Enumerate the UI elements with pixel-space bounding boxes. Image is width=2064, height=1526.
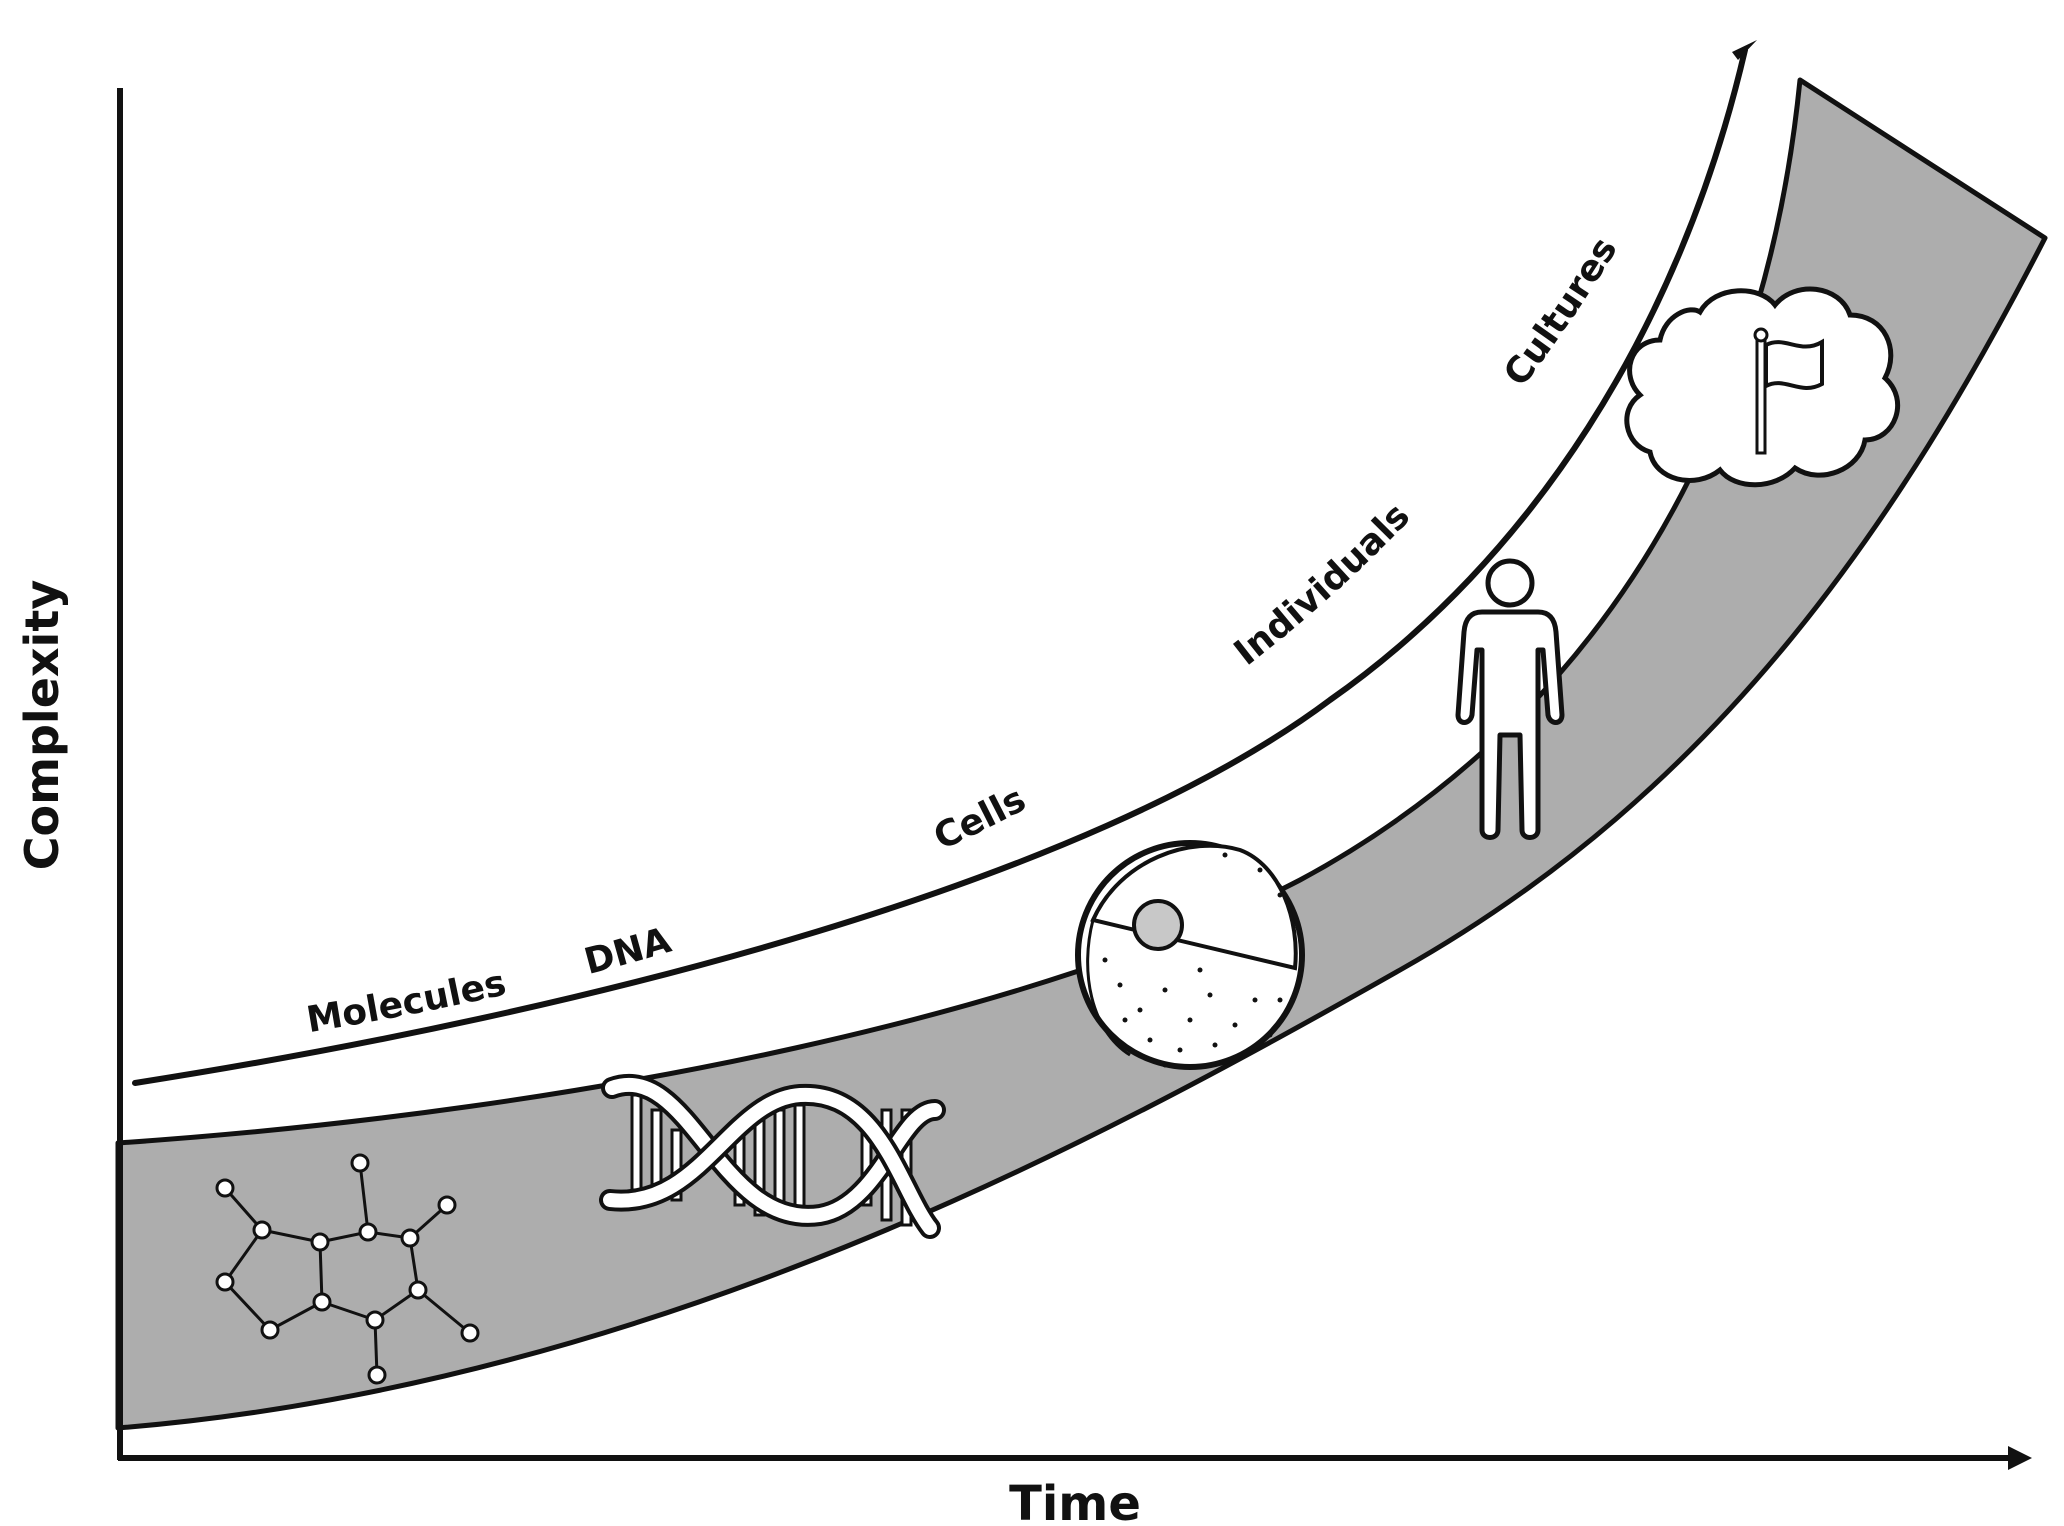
- stage-label-individuals: Individuals: [1227, 496, 1418, 674]
- y-axis-label: Complexity: [15, 580, 69, 871]
- svg-text:Cells: Cells: [928, 779, 1033, 859]
- person-icon: [1455, 558, 1565, 840]
- complexity-curve-arrowhead: [1732, 40, 1757, 60]
- molecule-icon: [215, 1153, 480, 1385]
- x-axis-label: Time: [1009, 1476, 1141, 1526]
- stage-label-cells: Cells: [928, 779, 1033, 859]
- dna-helix-icon: [599, 1074, 946, 1239]
- complexity-band: [115, 77, 2048, 1431]
- svg-text:Individuals: Individuals: [1227, 496, 1418, 674]
- cell-icon: [1075, 840, 1305, 1070]
- stage-label-molecules: Molecules: [304, 963, 510, 1042]
- complexity-curve-arrow: [132, 47, 1748, 1086]
- svg-text:Cultures: Cultures: [1496, 230, 1625, 393]
- svg-text:Molecules: Molecules: [304, 963, 510, 1042]
- cloud-flag-icon: [1624, 286, 1901, 488]
- stage-label-cultures: Cultures: [1496, 230, 1625, 393]
- x-axis-arrowhead: [2008, 1446, 2032, 1470]
